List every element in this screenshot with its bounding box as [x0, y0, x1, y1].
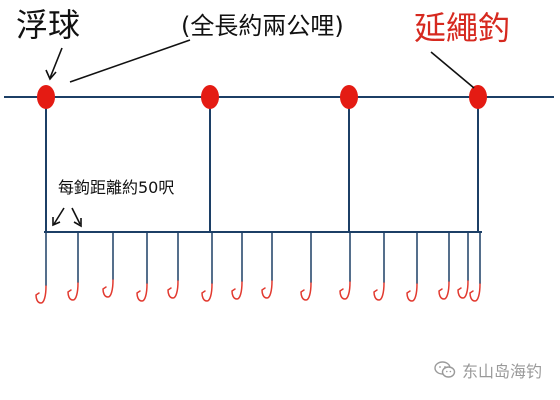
fishing-hook [438, 281, 450, 300]
fishing-hook [231, 281, 243, 300]
arrowhead [52, 217, 61, 227]
hook-spacing-label: 每鉤距離約50呎 [58, 178, 175, 197]
annotation-arrows [45, 39, 475, 228]
fishing-hook [136, 283, 148, 302]
float-buoy [340, 85, 358, 109]
fishing-hook [457, 280, 469, 299]
float-buoy [201, 85, 219, 109]
total-length-label: (全長約兩公哩) [181, 12, 344, 40]
fishing-hook [406, 283, 418, 302]
arrowhead [73, 218, 82, 228]
fishing-hook [300, 282, 312, 301]
title-pointer-line [430, 51, 475, 89]
float-buoy [37, 85, 55, 109]
fishing-hook [373, 282, 385, 301]
fishing-hook [339, 281, 351, 300]
fishing-hook [201, 283, 213, 302]
fishing-hook [102, 279, 114, 298]
fishing-hook [35, 285, 47, 304]
length-pointer-line [69, 39, 191, 83]
drop-lines [45, 99, 479, 232]
fishing-hook [167, 280, 179, 299]
watermark: 东山岛海钓 [434, 358, 542, 382]
hooks [35, 232, 481, 304]
float-label: 浮球 [16, 6, 81, 44]
fishing-hook [261, 280, 273, 299]
wechat-icon [434, 361, 456, 378]
hook-spacing-arrow-right [71, 207, 81, 225]
floats [37, 85, 487, 109]
float-buoy [469, 85, 487, 109]
fishing-hook [67, 282, 79, 301]
fishing-hook [469, 283, 481, 302]
watermark-text: 东山岛海钓 [461, 362, 542, 381]
float-pointer-arrow [49, 47, 63, 79]
arrowhead [45, 69, 57, 81]
hook-spacing-arrow-left [53, 207, 65, 225]
longline-title: 延繩釣 [414, 9, 511, 47]
